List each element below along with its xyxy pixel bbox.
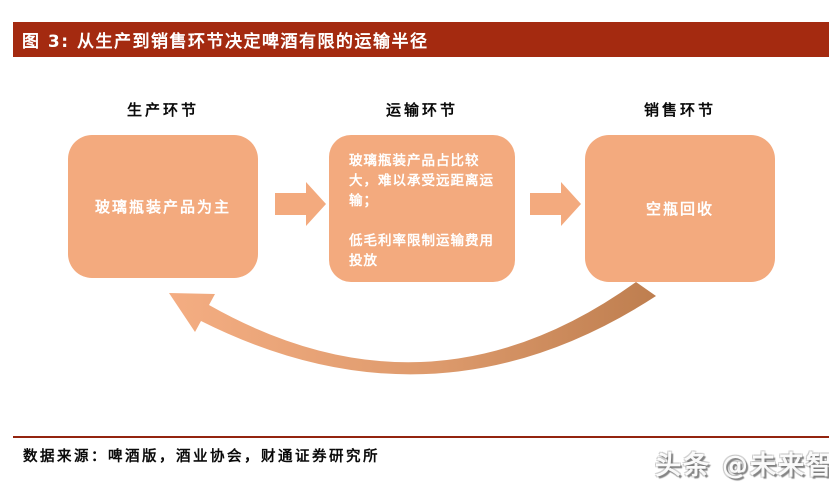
production-stage-box: 玻璃瓶装产品为主: [68, 135, 258, 278]
figure-title: 图 3: 从生产到销售环节决定啤酒有限的运输半径: [22, 32, 429, 52]
data-source-note: 数据来源：啤酒版，酒业协会，财通证券研究所: [23, 449, 380, 465]
transport-stage-paragraph-1: 玻璃瓶装产品占比较大，难以承受远距离运输；: [349, 153, 494, 209]
transport-stage-paragraph-2: 低毛利率限制运输费用投放: [349, 233, 494, 269]
return-arrow-sales-to-production-icon: [169, 282, 656, 375]
watermark: 头条 @未来智库: [655, 451, 829, 481]
footer-divider: [13, 436, 829, 438]
arrow-transport-to-sales-icon: [530, 182, 581, 226]
sales-stage-text: 空瓶回收: [645, 200, 714, 218]
sales-stage-box: 空瓶回收: [585, 135, 775, 282]
stage-title-transport: 运输环节: [385, 101, 458, 119]
transport-stage-box: 玻璃瓶装产品占比较大，难以承受远距离运输； 低毛利率限制运输费用投放: [329, 135, 515, 282]
stage-title-sales: 销售环节: [643, 101, 716, 119]
stage-title-production: 生产环节: [126, 101, 199, 119]
production-stage-text: 玻璃瓶装产品为主: [94, 198, 231, 216]
arrow-production-to-transport-icon: [275, 182, 326, 226]
figure-title-bar: 图 3: 从生产到销售环节决定啤酒有限的运输半径: [13, 22, 829, 57]
